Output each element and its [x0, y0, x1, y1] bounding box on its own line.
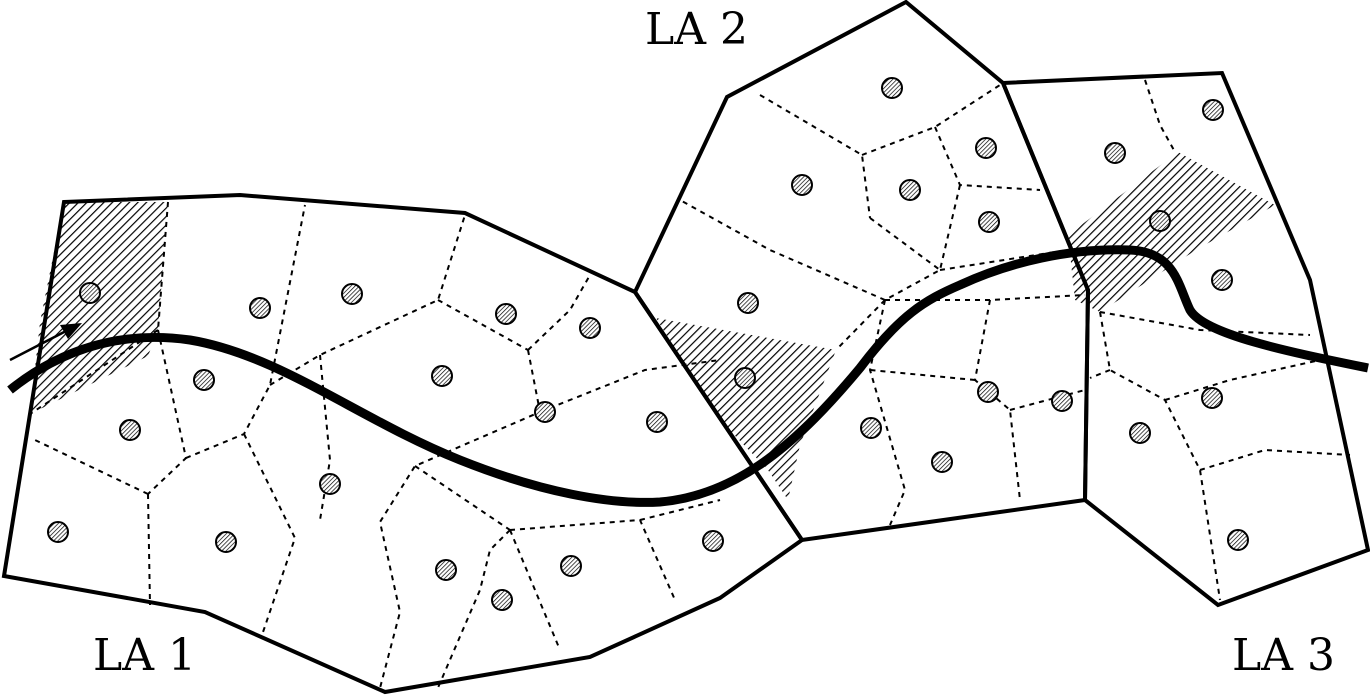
base-station-marker	[534, 401, 556, 423]
base-station-marker	[1051, 390, 1073, 412]
base-station-marker	[1201, 387, 1223, 409]
base-station-marker	[341, 283, 363, 305]
cell-boundaries	[29, 79, 1351, 691]
base-station-marker	[646, 411, 668, 433]
base-station-marker	[491, 589, 513, 611]
base-station-marker	[193, 369, 215, 391]
base-station-marker	[79, 282, 101, 304]
base-station-marker	[1211, 269, 1233, 291]
base-station-marker	[579, 317, 601, 339]
highlighted-cell-la1	[30, 202, 168, 414]
direction-arrow-shaft	[9, 328, 69, 362]
base-station-marker	[791, 174, 813, 196]
highlighted-cell-la3	[1068, 152, 1275, 312]
base-station-marker	[215, 531, 237, 553]
base-station-marker	[319, 473, 341, 495]
direction-arrow-icon	[60, 323, 82, 339]
base-station-marker	[899, 179, 921, 201]
base-station-marker	[702, 530, 724, 552]
base-station-marker	[1227, 529, 1249, 551]
base-station-marker	[978, 211, 1000, 233]
base-station-marker	[860, 417, 882, 439]
base-station-marker	[1202, 99, 1224, 121]
base-station-marker	[435, 559, 457, 581]
base-station-marker	[47, 521, 69, 543]
base-station-marker	[975, 137, 997, 159]
la2-label: LA 2	[645, 4, 748, 55]
highlighted-cell-la2	[656, 318, 836, 500]
base-station-marker	[119, 419, 141, 441]
la1-boundary	[1, 192, 805, 695]
base-station-marker	[931, 451, 953, 473]
base-station-marker	[737, 292, 759, 314]
base-station-marker	[249, 297, 271, 319]
base-station-marker	[495, 303, 517, 325]
la1-label: LA 1	[93, 630, 196, 681]
base-station-marker	[1104, 142, 1126, 164]
la3-label: LA 3	[1232, 630, 1335, 681]
trajectory-path	[7, 245, 1369, 507]
base-station-marker	[560, 555, 582, 577]
base-station-marker	[881, 77, 903, 99]
base-station-marker	[1149, 210, 1171, 232]
base-station-marker	[1129, 422, 1151, 444]
la3-boundary	[1000, 70, 1370, 608]
base-station-marker	[431, 365, 453, 387]
base-station-marker	[977, 381, 999, 403]
base-stations	[47, 77, 1249, 611]
mobile-trajectory	[7, 245, 1369, 507]
base-station-marker	[734, 367, 756, 389]
